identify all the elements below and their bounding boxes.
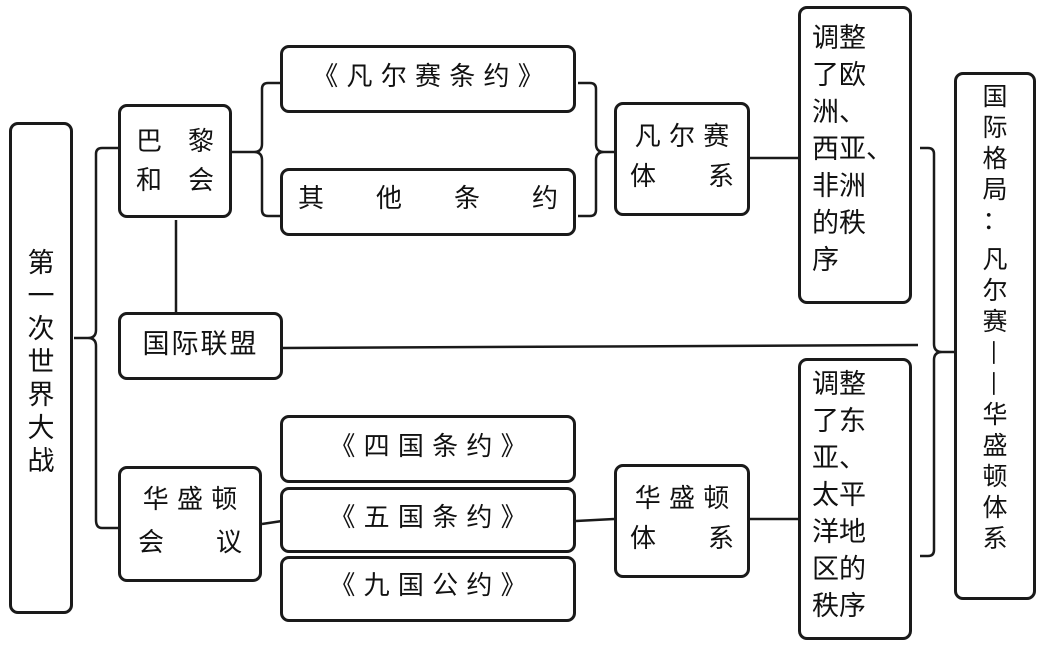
versailles-system-line1: 凡 尔 赛 xyxy=(634,122,730,152)
root-char: 世 xyxy=(27,347,55,378)
four-power-treaty-label: 《 四 国 条 约 》 xyxy=(329,432,527,462)
washington-effect-text: 调整 了东 亚、 太平 洋地 区的 秩序 xyxy=(812,366,866,625)
versailles-effect-node xyxy=(798,6,912,304)
effect-line: 洋地 xyxy=(812,517,866,548)
other-treaties-label: 其 他 条 约 xyxy=(297,184,558,214)
international-order-node xyxy=(954,72,1036,600)
effect-line: 太平 xyxy=(812,480,866,511)
final-char: 体 xyxy=(982,493,1008,522)
final-char: 凡 xyxy=(982,245,1008,274)
nine-power-treaty-node xyxy=(280,556,576,622)
root-char: 战 xyxy=(27,446,55,477)
paris-conference-node xyxy=(118,104,232,218)
washington-system-node xyxy=(614,464,750,578)
effect-line: 秩序 xyxy=(812,591,866,622)
root-char: 一 xyxy=(27,281,55,312)
five-power-treaty-label: 《 五 国 条 约 》 xyxy=(329,503,527,533)
washington-system-line2: 体 系 xyxy=(629,524,734,554)
other-treaties-node xyxy=(280,168,576,236)
washington-conference-node xyxy=(118,466,262,582)
final-char: 系 xyxy=(982,524,1008,553)
league-link xyxy=(282,343,919,350)
league-of-nations-node xyxy=(118,312,283,380)
final-char: 顿 xyxy=(982,462,1008,491)
league-of-nations-label: 国际联盟 xyxy=(142,329,259,360)
final-char: 赛 xyxy=(982,307,1008,336)
final-char: 局 xyxy=(982,175,1008,204)
five-power-link xyxy=(575,517,615,523)
versailles-bracket xyxy=(578,81,605,218)
washington-conference-line2: 会 议 xyxy=(137,528,242,558)
effect-line: 序 xyxy=(812,245,839,276)
root-char: 第 xyxy=(27,248,55,279)
paris-conference-line2: 和 会 xyxy=(135,166,214,196)
washington-bracket-tick xyxy=(261,519,283,526)
root-bracket xyxy=(87,146,118,530)
versailles-effect-text: 调整 了欧 洲、 西亚、 非洲 的秩 序 xyxy=(812,20,893,279)
effect-line: 调整 xyxy=(812,369,866,400)
effect-line: 洲、 xyxy=(812,97,866,128)
final-char: — xyxy=(980,340,1010,365)
paris-conference-line1: 巴 黎 xyxy=(135,127,214,157)
washington-system-line1: 华 盛 顿 xyxy=(634,484,730,514)
final-char: — xyxy=(980,371,1010,396)
effect-line: 非洲 xyxy=(812,171,866,202)
effect-line: 区的 xyxy=(812,554,866,585)
international-order-label: 国 际 格 局 ： 凡 尔 赛 — — 华 盛 顿 体 系 xyxy=(954,84,1036,551)
versailles-treaty-node xyxy=(280,45,576,113)
versailles-system-line2: 体 系 xyxy=(629,162,734,192)
versailles-system-node xyxy=(614,102,750,216)
versailles-treaty-label: 《 凡 尔 赛 条 约 》 xyxy=(312,62,544,92)
final-char: 国 xyxy=(982,82,1008,111)
effect-line: 亚、 xyxy=(812,443,866,474)
effect-line: 西亚、 xyxy=(812,134,893,165)
effect-line: 了欧 xyxy=(812,60,866,91)
root-label: 第 一 次 世 界 大 战 xyxy=(9,250,73,475)
effect-line: 了东 xyxy=(812,406,866,437)
washington-effect-node xyxy=(798,358,912,640)
five-power-treaty-node xyxy=(280,487,576,553)
final-char: 盛 xyxy=(982,431,1008,460)
washington-conference-line1: 华 盛 顿 xyxy=(142,485,238,515)
root-node xyxy=(9,122,73,614)
effect-line: 调整 xyxy=(812,23,866,54)
final-char: 尔 xyxy=(982,276,1008,305)
nine-power-treaty-label: 《 九 国 公 约 》 xyxy=(329,571,527,601)
final-char: 华 xyxy=(982,400,1008,429)
paris-bracket xyxy=(253,81,280,218)
root-char: 大 xyxy=(27,413,55,444)
root-char: 次 xyxy=(27,314,55,345)
final-char: 际 xyxy=(982,113,1008,142)
final-char: ： xyxy=(982,206,1008,235)
four-power-treaty-node xyxy=(280,415,576,483)
final-char: 格 xyxy=(982,144,1008,173)
final-bracket xyxy=(920,146,943,558)
root-char: 界 xyxy=(27,380,55,411)
effect-line: 的秩 xyxy=(812,208,866,239)
